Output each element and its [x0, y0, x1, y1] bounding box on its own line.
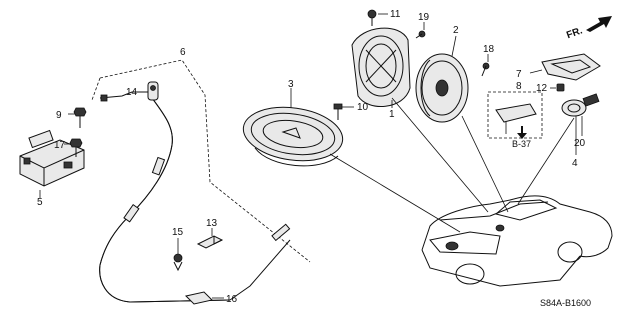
callout-17: 17 [54, 140, 66, 151]
callout-9: 9 [56, 110, 62, 121]
retainer-part-13 [196, 228, 224, 249]
callout-8: 8 [516, 81, 522, 92]
callout-10: 10 [357, 102, 369, 113]
speaker-bracket [351, 27, 411, 108]
pad-part-16 [185, 291, 224, 305]
screw-part-11 [367, 9, 388, 26]
callout-7: 7 [516, 69, 522, 80]
vehicle-illustration [421, 195, 613, 287]
screw-part-10 [333, 103, 354, 120]
callout-16: 16 [226, 294, 238, 305]
antenna-assembly [91, 59, 311, 303]
clip-part-14 [140, 81, 159, 101]
direction-label: FR. [565, 25, 584, 41]
amplifier-unit [19, 129, 85, 198]
callout-1: 1 [389, 109, 395, 120]
arrow-down-icon [517, 126, 527, 139]
screw-part-19 [415, 22, 426, 39]
callout-18: 18 [483, 44, 495, 55]
tweeter-unit [561, 93, 600, 155]
reference-box [487, 91, 543, 139]
callout-12: 12 [536, 83, 548, 94]
callout-5: 5 [37, 197, 43, 208]
screw-part-18 [481, 54, 490, 77]
callout-4: 4 [572, 158, 578, 169]
oval-speaker [242, 88, 344, 167]
nut-part-12 [550, 83, 565, 92]
tweeter-cover [529, 53, 601, 81]
callout-14: 14 [126, 87, 138, 98]
callout-13: 13 [206, 218, 218, 229]
callout-20: 20 [574, 138, 586, 149]
arrow-right-icon [586, 16, 612, 32]
bolt-part-9 [68, 107, 87, 128]
reference-label: B-37 [512, 139, 531, 149]
bolt-part-17 [64, 138, 83, 157]
diagram-code: S84A-B1600 [540, 298, 591, 308]
callout-2: 2 [453, 25, 459, 36]
callout-6: 6 [180, 47, 186, 58]
callout-19: 19 [418, 12, 430, 23]
callout-11: 11 [390, 9, 401, 20]
callout-3: 3 [288, 79, 294, 90]
round-speaker [415, 35, 469, 123]
clip-part-15 [173, 238, 183, 272]
callout-15: 15 [172, 227, 184, 238]
